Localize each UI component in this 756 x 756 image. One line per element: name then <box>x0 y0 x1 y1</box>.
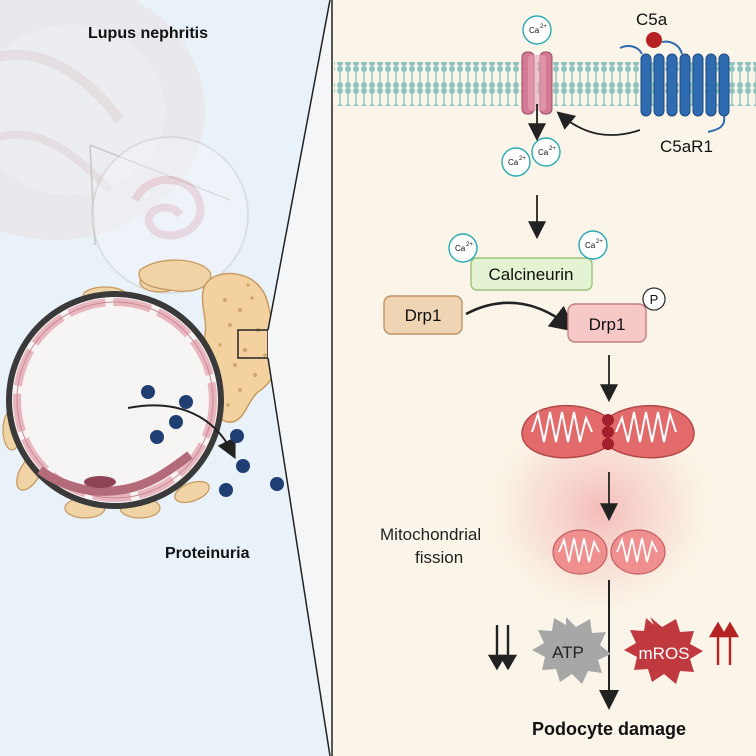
capillary-cross-section <box>2 259 284 519</box>
glomerulus-faded <box>91 136 249 294</box>
proteinuria-label: Proteinuria <box>165 545 250 562</box>
protein-leak-arrow <box>127 404 236 460</box>
calcium-ion: Ca 2+ <box>578 230 608 260</box>
phosphorylation-arrow <box>465 301 577 332</box>
calcineurin-label: Calcineurin <box>488 265 573 284</box>
svg-text:2+: 2+ <box>519 156 526 162</box>
capillary-lumen <box>7 292 223 508</box>
svg-text:2+: 2+ <box>466 242 473 248</box>
svg-text:Ca: Ca <box>585 241 596 250</box>
zoom-line <box>89 144 96 246</box>
mros-burst <box>624 617 703 684</box>
calcium-ion: Ca 2+ <box>522 15 552 45</box>
phosphate-badge <box>642 287 666 311</box>
receptor-activation-arrow <box>556 111 641 136</box>
calcium-ion: Ca 2+ <box>501 147 531 177</box>
endothelial-cell <box>37 451 193 496</box>
zoom-wedge <box>268 0 332 756</box>
fission-label-line1: Mitochondrial <box>380 525 481 544</box>
calcineurin-box <box>470 257 593 291</box>
svg-text:Ca: Ca <box>508 158 519 167</box>
calcium-ion: Ca 2+ <box>448 233 478 263</box>
podocyte-granules <box>218 283 272 407</box>
zoom-line <box>89 144 231 201</box>
svg-text:Ca: Ca <box>529 26 540 35</box>
kidney-faded-illustration <box>0 0 205 240</box>
decrease-arrows-icon <box>487 625 518 671</box>
outcome-label: Podocyte damage <box>532 719 686 739</box>
calcium-ion: Ca 2+ <box>531 137 561 167</box>
drp1-phospho-label: Drp1 <box>589 315 626 334</box>
mros-label: mROS <box>639 644 690 663</box>
drp1-label: Drp1 <box>405 306 442 325</box>
svg-text:2+: 2+ <box>549 146 556 152</box>
zoom-wedge-line <box>267 0 331 331</box>
endothelial-nucleus <box>84 476 116 488</box>
c5ar1-receptor <box>619 40 730 133</box>
left-title: Lupus nephritis <box>88 25 208 42</box>
zoom-wedge-line <box>267 357 331 756</box>
mitochondrion-fragment <box>610 529 666 575</box>
mitochondrion-fragment <box>552 529 608 575</box>
c5a-ligand <box>646 32 662 48</box>
atp-burst <box>532 617 611 684</box>
svg-text:Ca: Ca <box>455 244 466 253</box>
c5a-label: C5a <box>636 10 668 29</box>
svg-text:Ca: Ca <box>538 148 549 157</box>
svg-text:2+: 2+ <box>596 239 603 245</box>
c5ar1-label: C5aR1 <box>660 137 713 156</box>
mitochondrion-constricted <box>521 405 695 459</box>
increase-arrows-icon <box>708 621 740 665</box>
calcium-channel <box>521 51 553 115</box>
svg-text:2+: 2+ <box>540 24 547 30</box>
drp1-phospho-box <box>567 303 647 343</box>
endothelial-outline <box>16 301 214 499</box>
drp1-box <box>383 295 463 335</box>
atp-label: ATP <box>552 643 584 662</box>
protein-dots <box>141 385 284 497</box>
basement-membrane <box>6 291 224 509</box>
fission-label-line2: fission <box>415 548 463 567</box>
phosphate-label: P <box>650 292 659 307</box>
